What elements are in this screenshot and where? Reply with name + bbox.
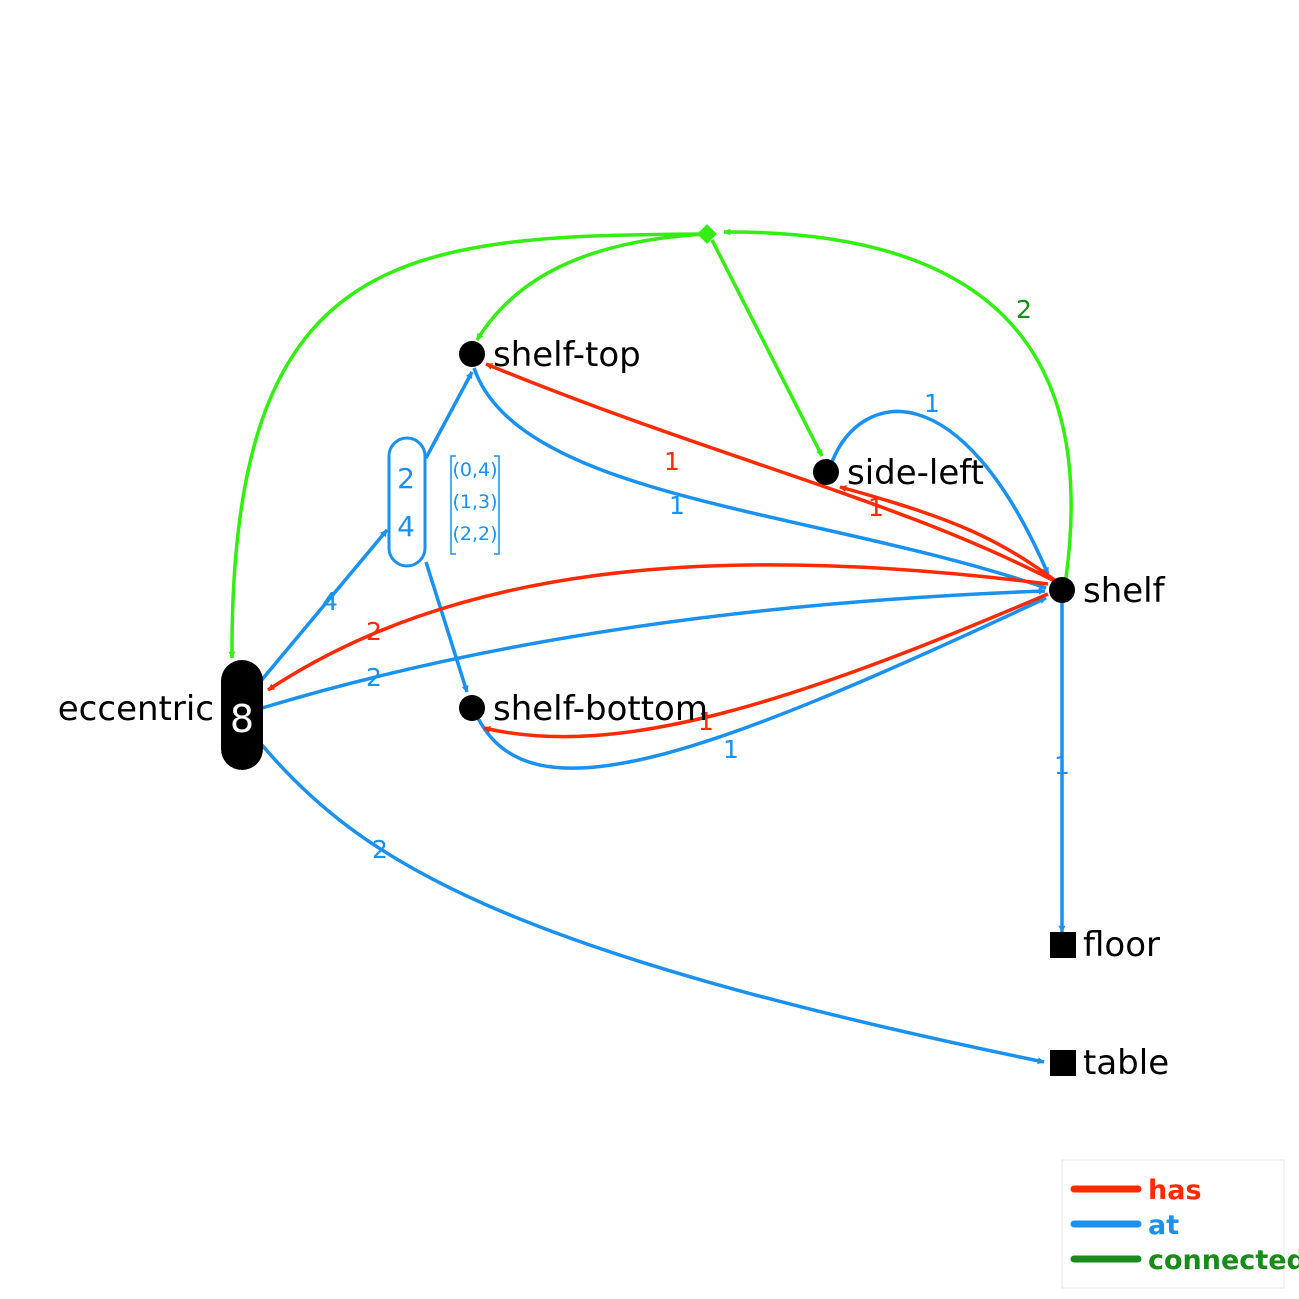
- node-label-shelf: shelf: [1083, 571, 1166, 611]
- edge-shelf-to-shelf-top: [485, 362, 1061, 586]
- node-label-side-left: side-left: [847, 453, 984, 493]
- edge-label-shelf-shelf-top-has: 1: [664, 447, 680, 476]
- tuple-2: (2,2): [452, 523, 497, 545]
- edge-label-eccentric-shelf-at: 2: [366, 663, 382, 692]
- node-shelf[interactable]: [1049, 577, 1075, 603]
- edge-side-left-to-shelf: [830, 409, 1050, 575]
- edge-group-to-shelf-top: [424, 371, 474, 459]
- edge-label-shelf-top-shelf-at: 1: [669, 491, 685, 520]
- edge-connector-to-eccentric: [228, 232, 701, 659]
- edge-labels: 2 1 1 1 1 2 2 4 1 1 1 2: [322, 295, 1070, 864]
- group-value-0: 2: [397, 462, 415, 495]
- edge-shelf-to-eccentric: [267, 563, 1049, 692]
- tuple-0: (0,4): [452, 459, 497, 481]
- group-node[interactable]: [387, 436, 427, 568]
- node-label-floor: floor: [1083, 925, 1160, 965]
- node-label-shelf-bottom: shelf-bottom: [493, 689, 708, 729]
- node-label-shelf-top: shelf-top: [493, 335, 641, 375]
- legend: has at connected: [1061, 1159, 1299, 1289]
- edge-shelf-to-shelf-bottom: [483, 592, 1049, 739]
- edges-connected: [228, 228, 1073, 659]
- edge-shelf-to-connector: [723, 228, 1073, 579]
- edge-eccentric-to-shelf: [261, 587, 1046, 710]
- edge-connector-to-side-left: [710, 239, 824, 457]
- edge-label-side-left-shelf: 1: [924, 389, 940, 418]
- edge-eccentric-to-table: [260, 743, 1045, 1065]
- edge-label-shelf-side-left-has: 1: [868, 493, 884, 522]
- node-shelf-bottom[interactable]: [459, 695, 485, 721]
- edge-eccentric-to-group: [258, 528, 389, 684]
- edge-label-eccentric-table: 2: [372, 835, 388, 864]
- node-label-table: table: [1083, 1043, 1169, 1083]
- edge-label-shelf-shelf-bottom-has: 1: [698, 707, 714, 736]
- node-eccentric-count: 8: [230, 697, 254, 741]
- edge-shelf-bottom-to-shelf: [476, 596, 1047, 770]
- legend-label-has: has: [1148, 1175, 1202, 1206]
- node-side-left[interactable]: [813, 459, 839, 485]
- edges-at: [258, 367, 1066, 1065]
- edge-shelf-to-side-left: [839, 485, 1062, 586]
- edge-label-shelf-connector: 2: [1016, 295, 1032, 324]
- tuple-1: (1,3): [452, 491, 497, 513]
- edge-label-shelf-floor: 1: [1054, 751, 1070, 780]
- node-label-eccentric: eccentric: [58, 689, 214, 729]
- edge-shelf-top-to-shelf: [472, 367, 1047, 590]
- edge-connector-to-shelf-top: [475, 232, 707, 341]
- legend-label-connected: connected: [1148, 1245, 1299, 1276]
- node-shelf-top[interactable]: [459, 341, 485, 367]
- edge-group-to-shelf-bottom: [424, 561, 469, 693]
- tuple-bracket: (0,4) (1,3) (2,2): [450, 455, 500, 555]
- nodes: shelf-top side-left shelf shelf-bottom e…: [58, 224, 1169, 1083]
- edge-label-shelf-eccentric-has: 2: [366, 617, 382, 646]
- edge-label-eccentric-group: 4: [322, 587, 338, 616]
- edges-has: [267, 362, 1062, 739]
- legend-label-at: at: [1148, 1210, 1179, 1241]
- group-value-1: 4: [397, 510, 415, 543]
- edge-label-shelf-bottom-shelf-at: 1: [723, 735, 739, 764]
- node-eccentric[interactable]: [221, 660, 263, 770]
- node-floor[interactable]: [1050, 932, 1076, 958]
- node-table[interactable]: [1050, 1050, 1076, 1076]
